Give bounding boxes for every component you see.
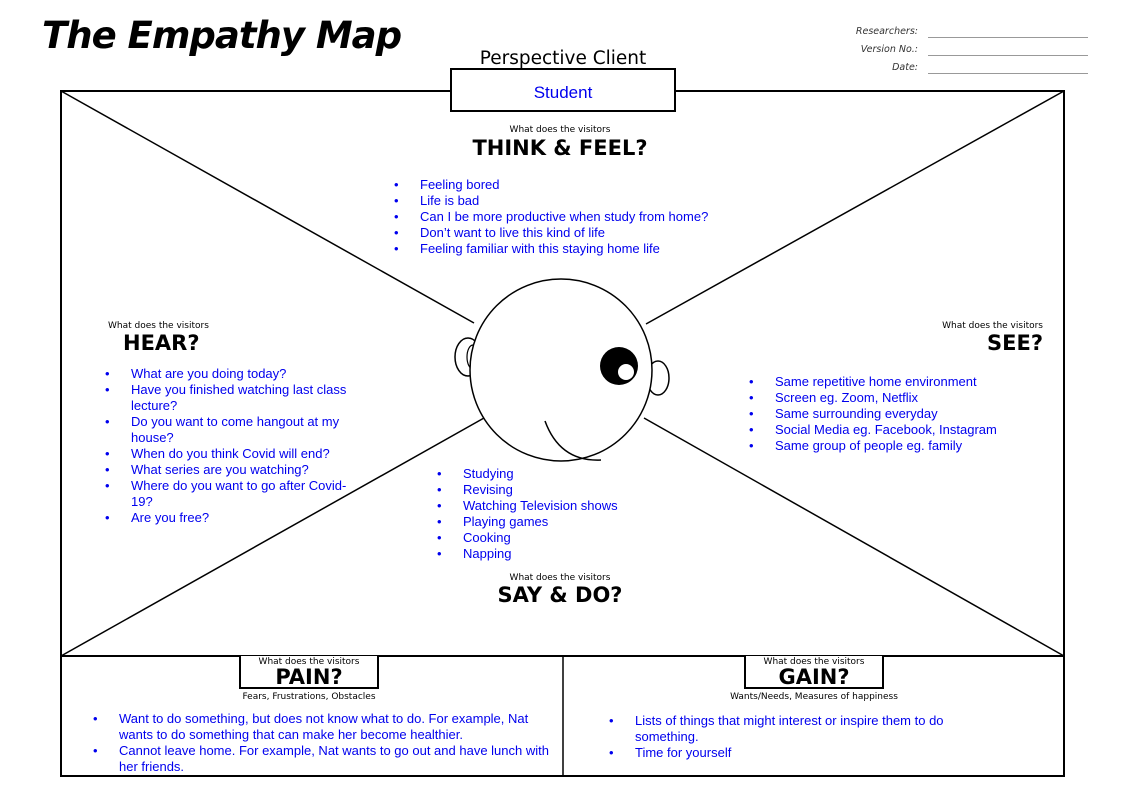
head	[469, 278, 653, 462]
diagonal-top-right	[645, 90, 1065, 325]
list-item: Screen eg. Zoom, Netflix	[745, 390, 1045, 406]
list-item: What series are you watching?	[101, 462, 363, 478]
diagonal-bottom-left	[60, 417, 485, 657]
hear-heading: HEAR?	[123, 331, 200, 355]
think-feel-prefix: What does the visitors	[509, 125, 611, 135]
gain-tab: What does the visitors GAIN?	[744, 656, 884, 689]
pain-list: Want to do something, but does not know …	[89, 711, 549, 775]
list-item: Are you free?	[101, 510, 363, 526]
list-item: Watching Television shows	[433, 498, 673, 514]
researchers-field[interactable]	[928, 36, 1088, 38]
think-feel-heading: THINK & FEEL?	[472, 136, 648, 160]
date-field[interactable]	[928, 72, 1088, 74]
say-do-heading: SAY & DO?	[497, 583, 623, 607]
diagonal-top-left	[60, 90, 475, 324]
date-label: Date:	[892, 62, 918, 73]
list-item: Do you want to come hangout at my house?	[101, 414, 363, 446]
list-item: Cooking	[433, 530, 673, 546]
list-item: Studying	[433, 466, 673, 482]
list-item: Don’t want to live this kind of life	[390, 225, 750, 241]
pain-prefix: What does the visitors	[258, 657, 360, 667]
version-label: Version No.:	[860, 44, 918, 55]
list-item: Cannot leave home. For example, Nat want…	[89, 743, 549, 775]
smile	[544, 420, 602, 461]
list-item: Can I be more productive when study from…	[390, 209, 750, 225]
perspective-label: Perspective Client	[479, 48, 647, 69]
hear-prefix: What does the visitors	[108, 321, 209, 331]
pain-heading: PAIN?	[275, 665, 343, 689]
hear-list: What are you doing today? Have you finis…	[101, 366, 363, 526]
list-item: Feeling bored	[390, 177, 750, 193]
think-feel-list: Feeling bored Life is bad Can I be more …	[390, 177, 750, 257]
list-item: What are you doing today?	[101, 366, 363, 382]
list-item: Feeling familiar with this staying home …	[390, 241, 750, 257]
list-item: Revising	[433, 482, 673, 498]
list-item: Playing games	[433, 514, 673, 530]
perspective-box[interactable]: Student	[450, 68, 676, 112]
say-do-prefix: What does the visitors	[509, 573, 611, 583]
gain-list: Lists of things that might interest or i…	[605, 713, 1005, 761]
face-icon	[454, 278, 670, 462]
list-item: Same group of people eg. family	[745, 438, 1045, 454]
see-prefix: What does the visitors	[942, 321, 1043, 331]
see-list: Same repetitive home environment Screen …	[745, 374, 1045, 454]
list-item: Same surrounding everyday	[745, 406, 1045, 422]
list-item: When do you think Covid will end?	[101, 446, 363, 462]
perspective-value: Student	[533, 83, 593, 102]
eye	[600, 347, 638, 385]
list-item: Napping	[433, 546, 673, 562]
list-item: Social Media eg. Facebook, Instagram	[745, 422, 1045, 438]
say-do-list: Studying Revising Watching Television sh…	[433, 466, 673, 562]
gain-prefix: What does the visitors	[763, 657, 865, 667]
version-field[interactable]	[928, 54, 1088, 56]
see-heading: SEE?	[987, 331, 1043, 355]
list-item: Lists of things that might interest or i…	[605, 713, 1005, 745]
page-title: The Empathy Map	[42, 14, 402, 57]
diagonal-bottom-right	[643, 417, 1065, 657]
list-item: Life is bad	[390, 193, 750, 209]
list-item: Time for yourself	[605, 745, 1005, 761]
list-item: Have you finished watching last class le…	[101, 382, 363, 414]
list-item: Want to do something, but does not know …	[89, 711, 549, 743]
pain-tab: What does the visitors PAIN?	[239, 656, 379, 689]
gain-heading: GAIN?	[778, 665, 850, 689]
researchers-label: Researchers:	[855, 26, 918, 37]
list-item: Same repetitive home environment	[745, 374, 1045, 390]
list-item: Where do you want to go after Covid-19?	[101, 478, 363, 510]
pain-subtitle: Fears, Frustrations, Obstacles	[242, 692, 376, 702]
eye-highlight	[618, 364, 634, 380]
gain-subtitle: Wants/Needs, Measures of happiness	[730, 692, 898, 702]
